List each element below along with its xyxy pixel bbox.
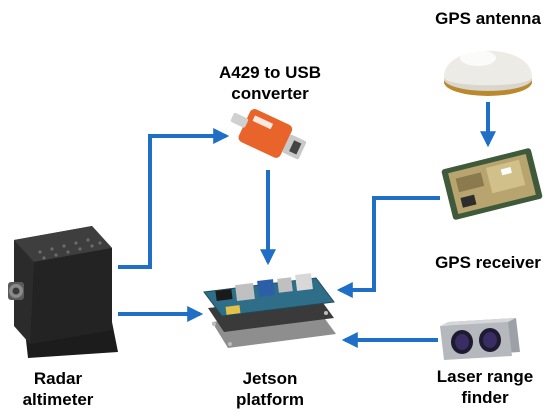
jetson-label-line2: platform: [236, 390, 304, 409]
usb-converter-icon: [230, 109, 307, 160]
laser-range-finder-icon: [440, 318, 520, 360]
radar-altimeter-icon: [8, 226, 118, 358]
gps-receiver-label: GPS receiver: [435, 253, 541, 272]
gps-antenna-label: GPS antenna: [435, 9, 541, 28]
label-gps-receiver: GPS receiver: [426, 252, 550, 273]
label-laser-range-finder: Laser range finder: [426, 366, 544, 408]
converter-label-line1: A429 to USB: [218, 63, 322, 82]
laser-label-line2: finder: [461, 388, 509, 407]
label-gps-antenna: GPS antenna: [430, 8, 546, 29]
label-radar-altimeter: Radar altimeter: [10, 368, 106, 410]
gps-antenna-icon: [444, 50, 532, 96]
jetson-label-line1: Jetson: [242, 369, 298, 388]
jetson-board-icon: [203, 273, 336, 348]
radar-label-line2: altimeter: [22, 390, 94, 409]
gps-receiver-board-icon: [441, 148, 543, 220]
connection-arrows: [118, 102, 496, 348]
laser-label-line1: Laser range: [436, 367, 534, 386]
label-a429-converter: A429 to USB converter: [200, 62, 340, 104]
label-jetson-platform: Jetson platform: [222, 368, 318, 410]
arrow-radar-to-converter: [118, 128, 230, 269]
converter-label-line2: converter: [231, 84, 309, 103]
radar-label-line1: Radar: [33, 369, 83, 388]
arrow-receiver-to-jetson: [336, 196, 440, 298]
